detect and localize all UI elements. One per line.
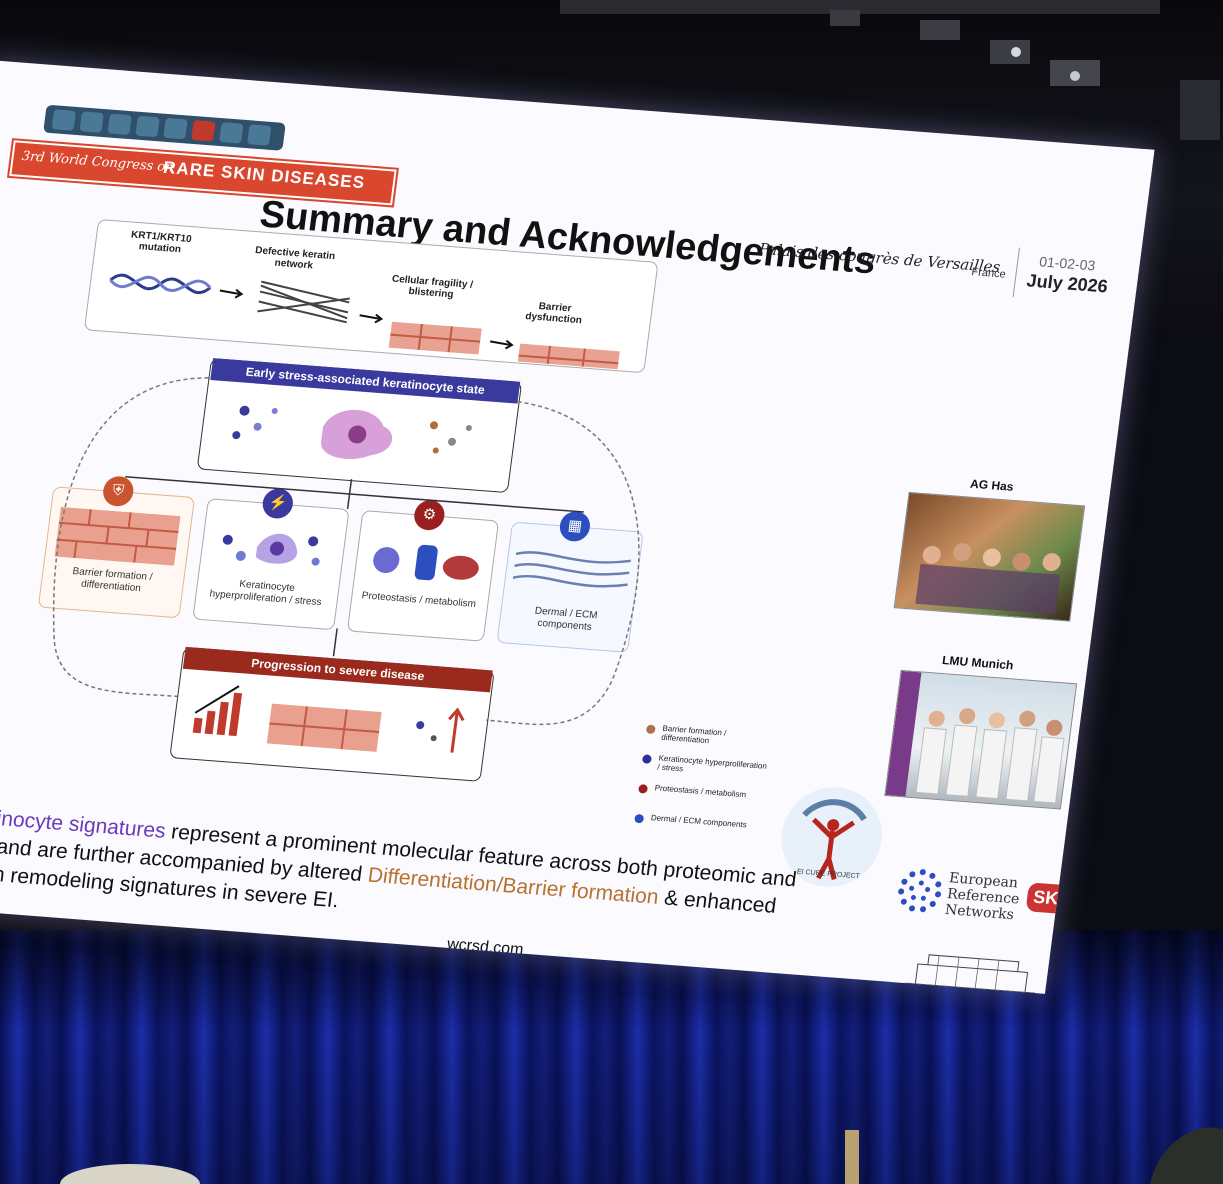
legend-label: Keratinocyte hyperproliferation / stress <box>656 753 768 774</box>
legend-dot-icon <box>637 784 649 794</box>
legend-dot-icon <box>645 724 656 735</box>
people-group-icon <box>915 543 1061 615</box>
group2-caption: LMU Munich <box>941 653 1015 673</box>
congress-line2: RARE SKIN DISEASES <box>162 157 367 193</box>
pathway-diagram: KRT1/KRT10 mutation Defective keratin ne… <box>6 217 696 821</box>
header-divider <box>1012 247 1020 298</box>
congress-banner: 3rd World Congress on RARE SKIN DISEASES <box>7 136 399 210</box>
people-group-icon <box>885 670 1065 804</box>
ern-dots-icon <box>898 869 942 913</box>
projection-screen: 3rd World Congress on RARE SKIN DISEASES… <box>0 60 1155 994</box>
diagram-legend: Barrier formation / differentiation Kera… <box>634 723 826 829</box>
legend-label: Barrier formation / differentiation <box>660 723 727 746</box>
connector-arrows <box>52 377 640 726</box>
legend-dot-icon <box>641 754 652 764</box>
congress-line1: 3rd World Congress on <box>20 148 175 176</box>
legend-dot-icon <box>634 813 645 824</box>
keratinocyte-cell-icon <box>232 405 472 459</box>
progression-icons <box>192 685 465 753</box>
proteostasis-icon <box>373 544 479 581</box>
group-photo-lmu <box>884 669 1078 810</box>
ern-text: European Reference Networks <box>944 870 1022 923</box>
congress-logo-icon <box>43 105 286 151</box>
group1-caption: AG Has <box>969 476 1015 494</box>
skin-logo: SKIN <box>1025 882 1085 916</box>
skin-layer-icon <box>54 506 181 566</box>
ecm-fibers-icon <box>512 551 631 588</box>
legend-label: Dermal / ECM components <box>650 813 748 830</box>
stage-rigging <box>560 0 1220 140</box>
ei-cure-figure-icon <box>802 799 867 881</box>
palace-sketch-icon <box>905 954 1036 994</box>
legend-label: Proteostasis / metabolism <box>654 783 747 800</box>
event-month-year: July 2026 <box>1025 270 1109 297</box>
summary-line2-c: & enhanced <box>657 885 778 918</box>
ern-logo: European Reference Networks <box>892 862 1071 945</box>
group-photo-ag-has <box>893 491 1086 622</box>
audience-silhouettes <box>60 1127 1223 1184</box>
venue-country: France <box>970 266 1007 281</box>
cell-stress-icon <box>222 533 320 566</box>
event-dates: 01-02-03 <box>1038 253 1097 274</box>
ei-cure-logo: EI CURE PROJECT <box>775 783 888 891</box>
